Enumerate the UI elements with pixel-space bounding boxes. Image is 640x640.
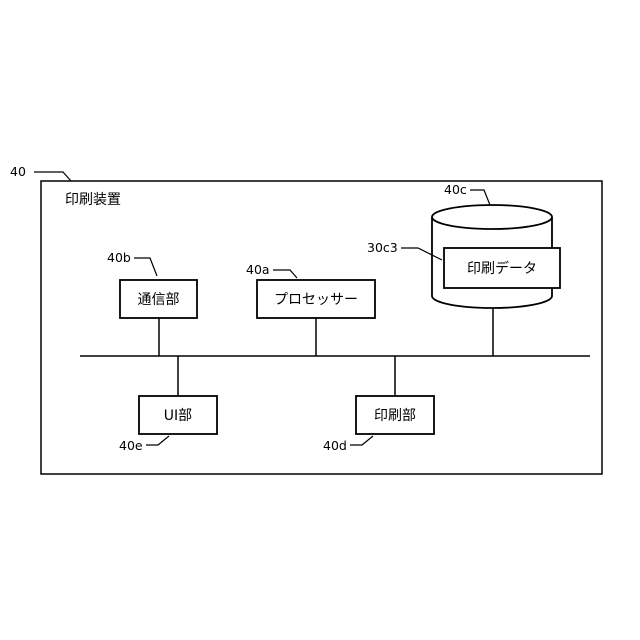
- storage-ref: 40c: [444, 182, 467, 197]
- processor-ref-leader: [273, 270, 297, 278]
- printer-unit-label: 印刷部: [374, 408, 416, 424]
- printer-unit-ref: 40d: [323, 438, 347, 453]
- comm-unit-label: 通信部: [138, 292, 180, 308]
- device-ref-leader: [34, 172, 71, 181]
- comm-unit-ref: 40b: [107, 250, 131, 265]
- ui-unit-label: UI部: [164, 408, 192, 424]
- processor-label: プロセッサー: [274, 292, 358, 308]
- ui-unit-ref: 40e: [119, 438, 143, 453]
- processor-ref: 40a: [246, 262, 270, 277]
- print-data-label: 印刷データ: [467, 260, 537, 277]
- storage-cylinder-top: [432, 205, 552, 229]
- device-ref-label: 40: [10, 164, 26, 179]
- storage-ref-leader: [470, 190, 490, 205]
- ui-unit-ref-leader: [146, 436, 169, 445]
- print-data-ref: 30c3: [367, 240, 398, 255]
- printer-unit-ref-leader: [350, 436, 373, 445]
- comm-unit-ref-leader: [134, 258, 157, 276]
- device-title: 印刷装置: [65, 192, 121, 208]
